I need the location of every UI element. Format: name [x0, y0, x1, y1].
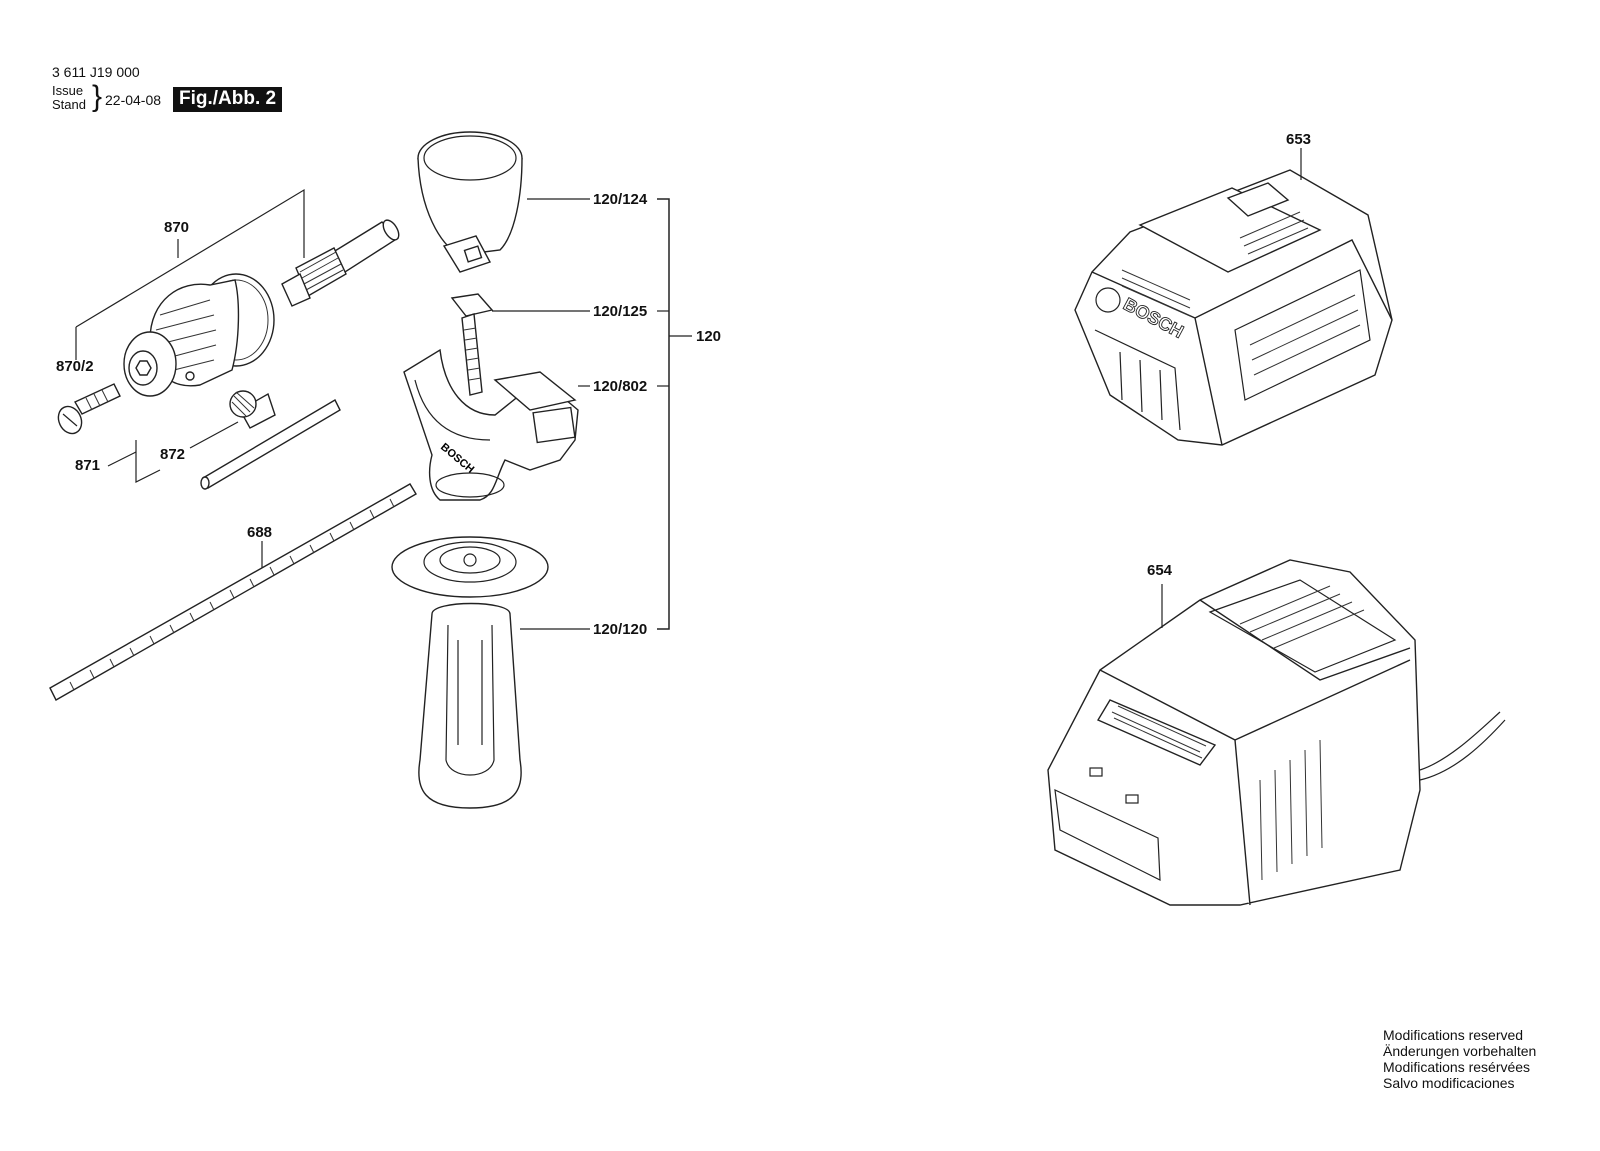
callout-653: 653 [1286, 131, 1312, 148]
callout-120-802: 120/802 [593, 378, 648, 395]
drill-chuck [123, 273, 275, 397]
issue-date: 22-04-08 [105, 92, 162, 108]
leader-871 [135, 440, 161, 483]
battery-pack: BOSCH [1074, 169, 1393, 446]
callout-871: 871 [75, 457, 101, 474]
brace-glyph: } [92, 80, 103, 113]
callout-654: 654 [1147, 562, 1173, 579]
note-line-de: Änderungen vorbehalten [1383, 1043, 1537, 1059]
leader-870 [75, 188, 305, 328]
callout-872: 872 [160, 446, 186, 463]
issue-label: Issue [52, 83, 84, 98]
chuck-adapter-shank [281, 219, 400, 307]
note-line-es: Salvo modificaciones [1383, 1075, 1515, 1091]
chuck-key [200, 390, 341, 490]
handle-grip [391, 536, 549, 809]
callout-688: 688 [247, 524, 273, 541]
clamping-band [417, 131, 523, 273]
callout-120: 120 [696, 328, 722, 345]
chuck-screw [57, 383, 121, 435]
callout-120-124: 120/124 [593, 191, 648, 208]
battery-charger [1047, 559, 1506, 906]
modifications-note: Modifications reserved Änderungen vorbeh… [1383, 1027, 1536, 1091]
note-line-fr: Modifications resérvées [1383, 1059, 1531, 1075]
leader-872 [189, 421, 239, 449]
depth-stop-rod [49, 483, 417, 701]
stand-label: Stand [52, 97, 86, 112]
handle-bolt [450, 293, 494, 396]
handle-clamp: BOSCH [403, 348, 579, 501]
auxiliary-handle-group: BOSCH [391, 131, 692, 809]
leader-871-tick [107, 451, 137, 467]
figure-label: Fig./Abb. 2 [173, 87, 283, 112]
chuck-assembly-group [57, 188, 400, 490]
callout-120-125: 120/125 [593, 303, 648, 320]
note-line-en: Modifications reserved [1383, 1027, 1524, 1043]
callout-870-2: 870/2 [56, 358, 94, 375]
callout-870: 870 [164, 219, 190, 236]
document-number: 3 611 J19 000 [52, 64, 140, 80]
bracket-120 [657, 198, 670, 630]
callout-120-120: 120/120 [593, 621, 648, 638]
